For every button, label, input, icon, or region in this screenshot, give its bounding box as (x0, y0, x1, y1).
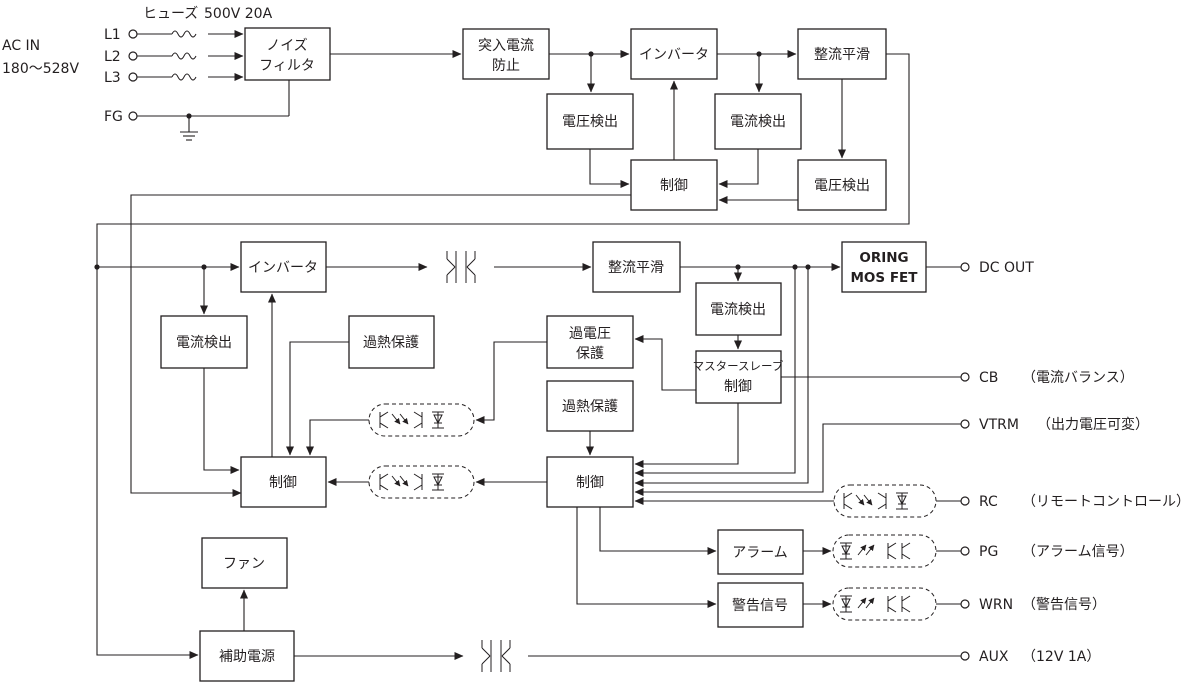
svg-text:補助電源: 補助電源 (219, 649, 275, 665)
inverter-main-block: インバータ (240, 241, 327, 293)
svg-text:フィルタ: フィルタ (259, 58, 315, 74)
cb-label: CB (979, 370, 998, 386)
aux-power-block: 補助電源 (199, 630, 295, 682)
svg-text:過電圧: 過電圧 (569, 326, 611, 342)
rc-label: RC (979, 494, 998, 510)
svg-text:防止: 防止 (492, 58, 520, 74)
svg-text:アラーム: アラーム (732, 545, 788, 561)
overvoltage-protection-block: 過電圧 保護 (546, 315, 634, 369)
cb-note: （電流バランス） (1022, 370, 1134, 386)
overheat-left-block: 過熱保護 (348, 315, 435, 369)
vtrm-note: （出力電圧可変） (1037, 416, 1149, 433)
fuse-label: ヒューズ (143, 6, 198, 22)
svg-text:過熱保護: 過熱保護 (363, 335, 419, 351)
svg-text:ノイズ: ノイズ (266, 38, 308, 54)
fuse-rating: 500V 20A (204, 6, 273, 22)
control-right-block: 制御 (546, 456, 634, 508)
wrn-note: （警告信号） (1022, 597, 1106, 613)
voltage-detect-block-2: 電圧検出 (797, 159, 887, 211)
optocoupler-pg (832, 534, 937, 568)
svg-text:電圧検出: 電圧検出 (562, 114, 618, 130)
svg-text:ORING: ORING (859, 250, 908, 266)
rc-note: （リモートコントロール） (1022, 494, 1190, 510)
overheat-right-block: 過熱保護 (546, 380, 634, 432)
svg-text:警告信号: 警告信号 (732, 598, 788, 614)
l3-label: L3 (104, 70, 121, 86)
control-left-block: 制御 (240, 456, 327, 508)
svg-text:電圧検出: 電圧検出 (814, 178, 870, 194)
vtrm-label: VTRM (979, 417, 1019, 433)
input-lines (128, 29, 290, 141)
svg-text:電流検出: 電流検出 (176, 335, 232, 351)
svg-text:制御: 制御 (660, 178, 688, 194)
rectifier-primary-block: 整流平滑 (797, 28, 887, 80)
svg-text:制御: 制御 (576, 475, 604, 491)
ac-range-label: 180〜528V (2, 61, 79, 77)
svg-text:電流検出: 電流検出 (710, 302, 766, 318)
current-detect-right-block: 電流検出 (695, 282, 782, 336)
control-primary-block: 制御 (630, 159, 718, 211)
aux-transformer-icon (481, 639, 511, 673)
aux-label: AUX (979, 649, 1009, 665)
svg-text:過熱保護: 過熱保護 (562, 399, 618, 415)
alarm-block: アラーム (717, 529, 804, 575)
oring-mosfet-block: ORING MOS FET (841, 241, 927, 293)
ac-in-label: AC IN (2, 38, 40, 54)
inrush-prevention-block: 突入電流 防止 (462, 28, 550, 80)
current-detect-block-1: 電流検出 (714, 93, 802, 150)
output-terminals (960, 262, 970, 661)
wrn-label: WRN (979, 597, 1013, 613)
pg-label: PG (979, 544, 998, 560)
svg-text:整流平滑: 整流平滑 (608, 259, 664, 276)
l1-label: L1 (104, 27, 121, 43)
optocoupler-wrn (832, 587, 937, 621)
svg-text:インバータ: インバータ (248, 260, 318, 276)
fan-block: ファン (201, 537, 288, 589)
current-detect-left-block: 電流検出 (160, 315, 248, 369)
svg-text:マスタースレーブ: マスタースレーブ (693, 359, 784, 373)
noise-filter-block: ノイズ フィルタ (244, 27, 331, 81)
svg-text:ファン: ファン (223, 556, 265, 572)
svg-text:突入電流: 突入電流 (478, 38, 534, 54)
svg-text:制御: 制御 (269, 475, 297, 491)
svg-text:電流検出: 電流検出 (730, 114, 786, 130)
master-slave-control-block: マスタースレーブ 制御 (693, 350, 784, 404)
inverter-primary-block: インバータ (630, 28, 718, 80)
svg-text:整流平滑: 整流平滑 (814, 46, 870, 63)
l2-label: L2 (104, 49, 121, 65)
dc-out-label: DC OUT (979, 260, 1034, 276)
aux-note: （12V 1A） (1022, 649, 1100, 665)
svg-text:保護: 保護 (576, 346, 604, 362)
optocoupler-rc (833, 484, 937, 518)
svg-text:インバータ: インバータ (639, 47, 709, 63)
isolation-transformer-icon (446, 250, 476, 284)
pg-note: （アラーム信号） (1022, 544, 1134, 560)
warning-signal-block: 警告信号 (717, 582, 804, 628)
voltage-detect-block-1: 電圧検出 (546, 93, 634, 150)
svg-text:MOS FET: MOS FET (851, 270, 919, 286)
svg-text:制御: 制御 (724, 379, 752, 395)
rectifier-main-block: 整流平滑 (592, 241, 681, 293)
fg-label: FG (104, 109, 123, 125)
